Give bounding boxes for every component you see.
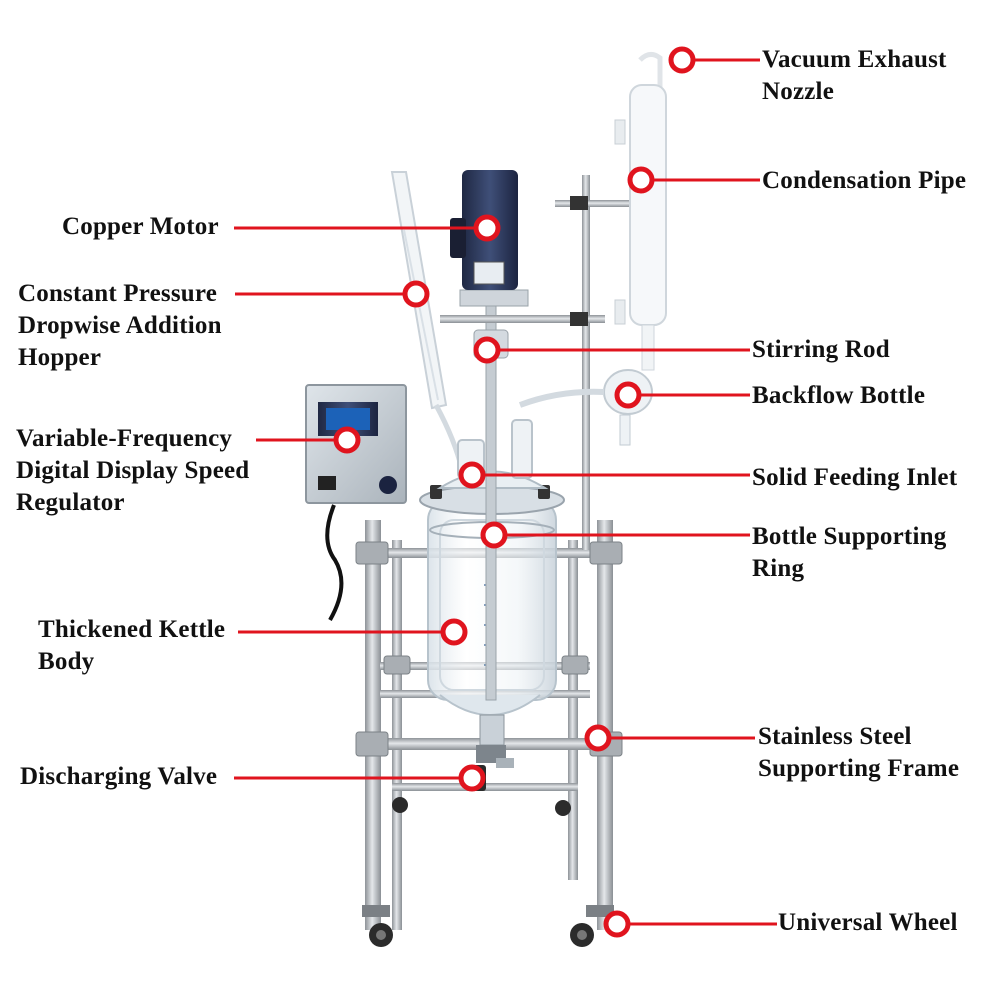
marker-kettle-body xyxy=(440,618,468,646)
label-universal-wheel: Universal Wheel xyxy=(778,909,958,936)
marker-stainless-steel-frame xyxy=(584,724,612,752)
marker-stirring-rod xyxy=(473,336,501,364)
universal-wheel-right xyxy=(570,905,614,947)
label-copper-motor: Copper Motor xyxy=(62,213,219,240)
label-speed-regulator: Variable-Frequency Digital Display Speed… xyxy=(16,425,250,516)
marker-bottle-supporting-ring xyxy=(480,521,508,549)
support-column-graphic xyxy=(440,175,645,550)
marker-discharging-valve xyxy=(458,764,486,792)
callout-markers xyxy=(333,46,696,938)
marker-speed-regulator xyxy=(333,426,361,454)
marker-backflow-bottle xyxy=(614,381,642,409)
label-solid-feeding-inlet: Solid Feeding Inlet xyxy=(752,464,958,491)
label-backflow-bottle: Backflow Bottle xyxy=(752,382,926,409)
marker-copper-motor xyxy=(473,214,501,242)
label-kettle-body: Thickened Kettle Body xyxy=(38,616,226,675)
label-addition-hopper: Constant Pressure Dropwise Addition Hopp… xyxy=(18,280,222,371)
label-condensation-pipe: Condensation Pipe xyxy=(762,167,967,194)
universal-wheel-back xyxy=(392,797,571,816)
condensation-pipe-graphic xyxy=(518,52,667,446)
label-stirring-rod: Stirring Rod xyxy=(752,336,890,363)
marker-vacuum-exhaust-nozzle xyxy=(668,46,696,74)
marker-hopper xyxy=(402,280,430,308)
universal-wheel-left xyxy=(362,905,393,947)
label-stainless-steel-frame: Stainless Steel Supporting Frame xyxy=(758,723,960,782)
label-discharging-valve: Discharging Valve xyxy=(20,763,218,790)
marker-condensation-pipe xyxy=(627,166,655,194)
marker-solid-feeding-inlet xyxy=(458,461,486,489)
marker-universal-wheel xyxy=(603,910,631,938)
label-bottle-supporting-ring: Bottle Supporting Ring xyxy=(752,523,947,582)
label-vacuum-exhaust-nozzle: Vacuum Exhaust Nozzle xyxy=(762,46,947,105)
